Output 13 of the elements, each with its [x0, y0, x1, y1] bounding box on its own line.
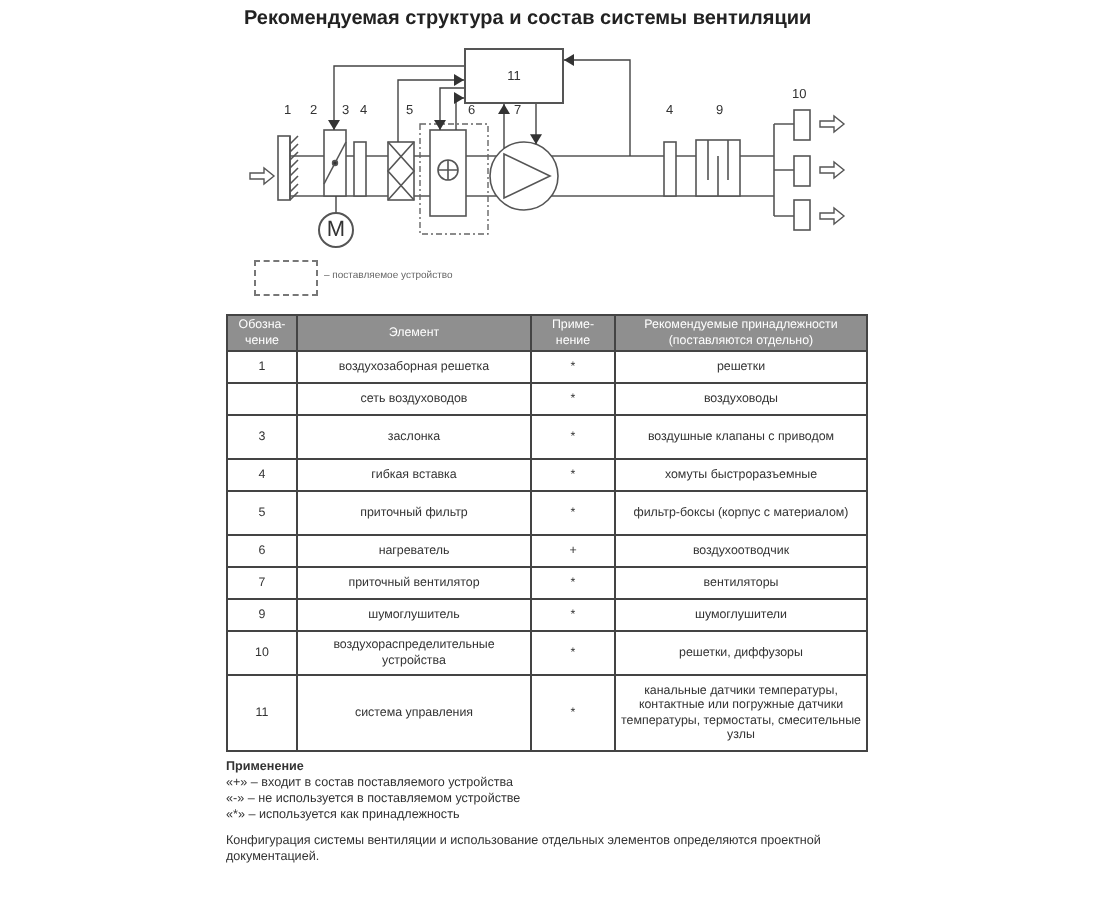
connector-arrow [563, 54, 631, 157]
connector-arrow [397, 74, 465, 143]
connector-arrow [498, 103, 510, 150]
connector-arrow [434, 87, 465, 131]
motor-symbol: M [318, 212, 354, 248]
title: Рекомендуемая структура и состав системы вентиляции [244, 8, 812, 30]
fan-symbol [489, 141, 559, 211]
heater-symbol [429, 129, 467, 217]
connector-arrow [454, 92, 465, 131]
damper-symbol [323, 129, 347, 197]
connector-arrow [530, 103, 542, 145]
filter-symbol [386, 141, 416, 201]
connector-arrow [328, 65, 465, 131]
